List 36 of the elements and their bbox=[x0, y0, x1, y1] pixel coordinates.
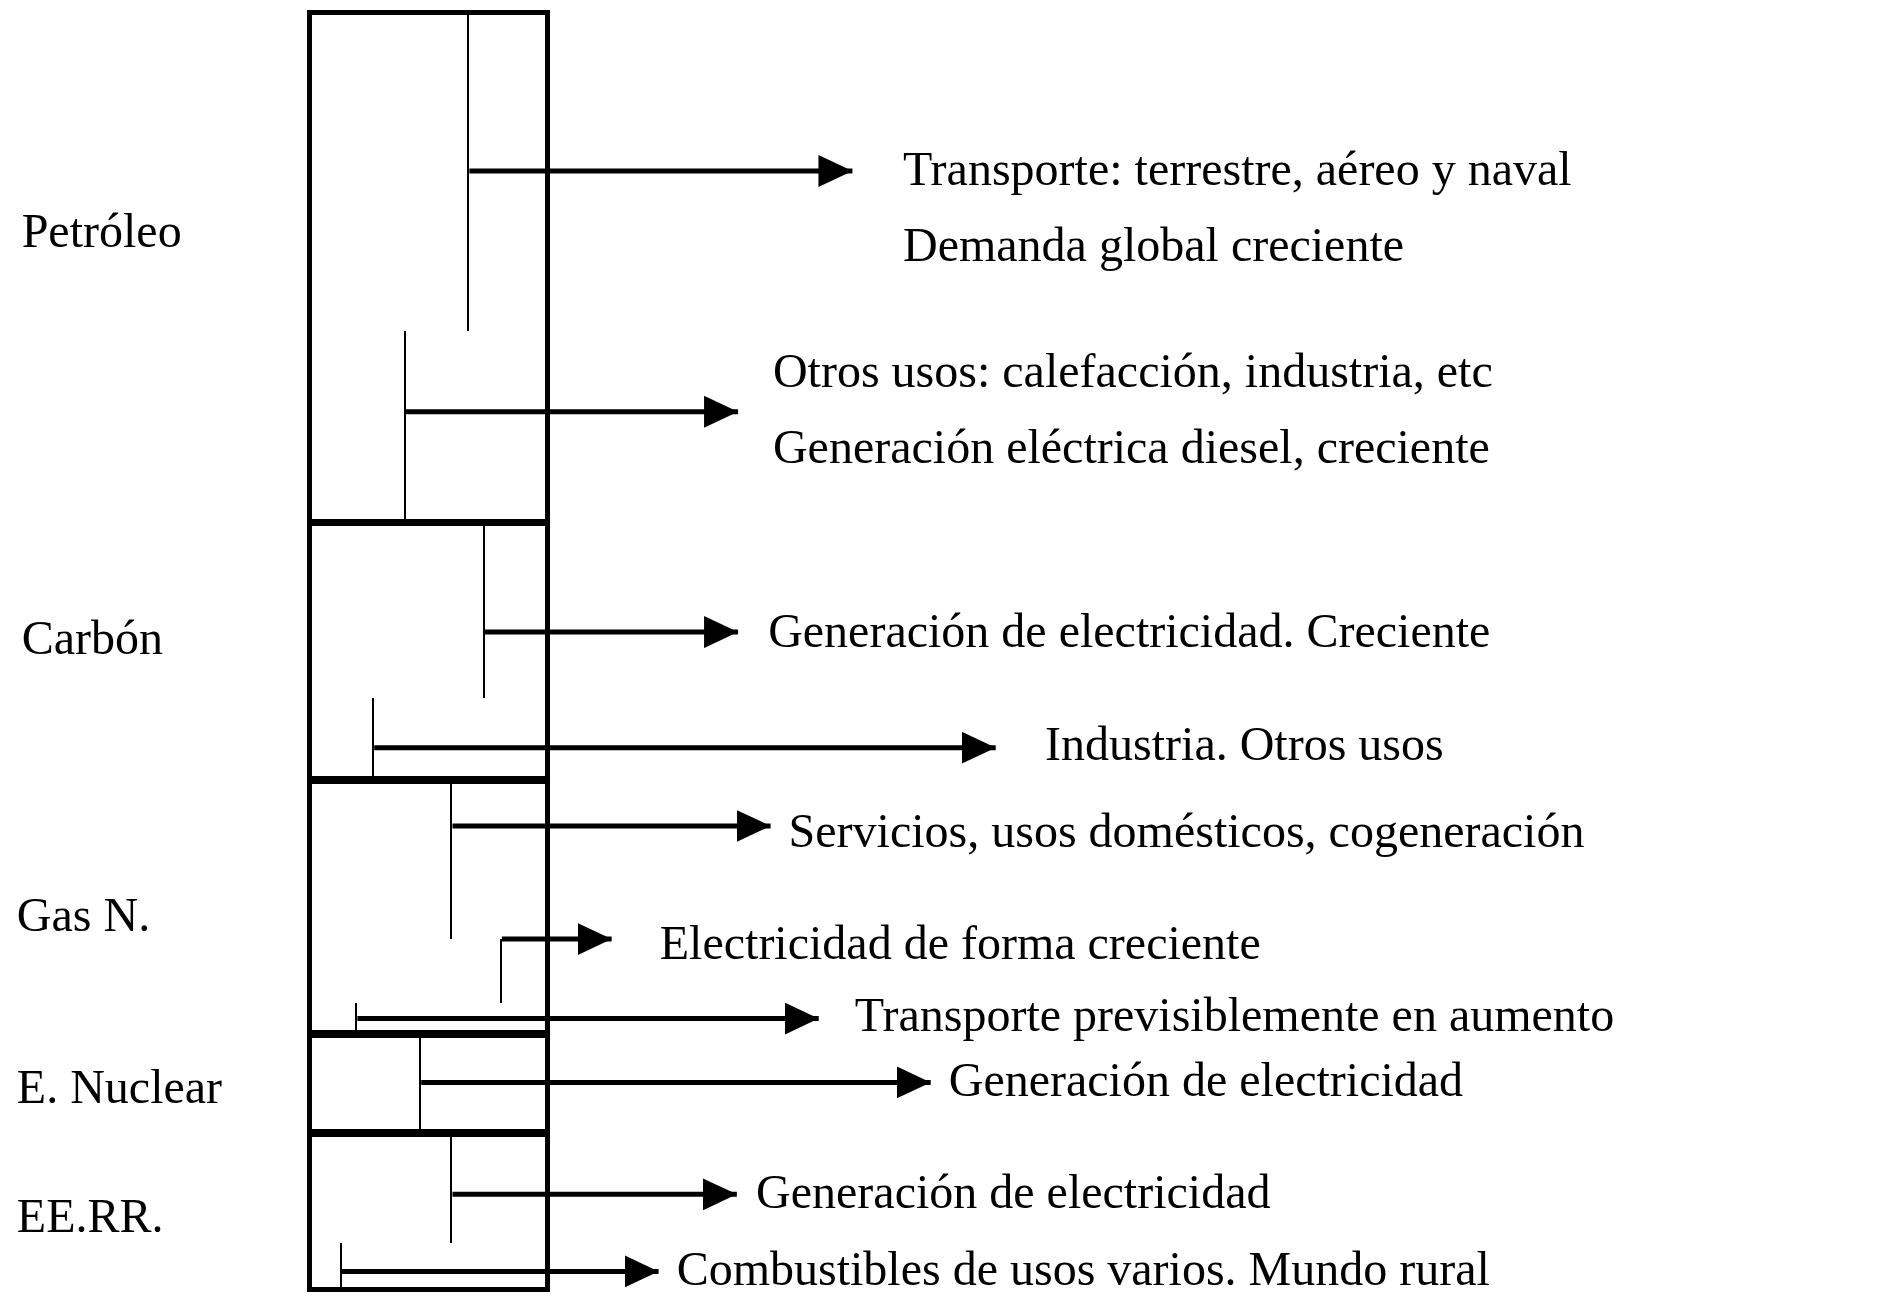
use-text: Combustibles de usos varios. Mundo rural bbox=[676, 1241, 1490, 1297]
use-text: Generación de electricidad. Creciente bbox=[768, 602, 1491, 659]
vertical-bar bbox=[450, 1134, 453, 1243]
use-text: Electricidad de forma creciente bbox=[659, 914, 1261, 971]
use-text: Generación de electricidad bbox=[948, 1052, 1464, 1108]
vertical-bar bbox=[403, 331, 406, 521]
vertical-bar bbox=[450, 781, 453, 940]
arrow bbox=[452, 809, 771, 842]
arrow bbox=[421, 1066, 931, 1099]
use-text: Transporte previsiblemente en aumento bbox=[854, 986, 1615, 1043]
use-text: Transporte: terrestre, aéreo y naval bbox=[903, 141, 1572, 198]
use-text: Otros usos: calefacción, industria, etc bbox=[772, 343, 1493, 400]
vertical-bar bbox=[355, 1002, 358, 1031]
arrow bbox=[469, 154, 853, 187]
arrow bbox=[357, 1002, 819, 1035]
energy-source-label: E. Nuclear bbox=[16, 1063, 223, 1112]
energy-source-label: Petróleo bbox=[21, 207, 182, 256]
arrow bbox=[405, 395, 739, 428]
use-text: Generación eléctrica diesel, creciente bbox=[772, 419, 1491, 476]
use-text: Demanda global creciente bbox=[903, 217, 1406, 274]
vertical-bar bbox=[339, 1242, 342, 1289]
use-text: Industria. Otros usos bbox=[1045, 716, 1444, 773]
vertical-bar bbox=[419, 1035, 422, 1130]
arrow bbox=[374, 731, 996, 764]
vertical-bar bbox=[499, 939, 502, 1003]
energy-source-label: Gas N. bbox=[16, 891, 151, 940]
vertical-bar bbox=[372, 698, 375, 777]
use-text: Servicios, usos domésticos, cogeneración bbox=[788, 802, 1585, 859]
energy-source-label: EE.RR. bbox=[16, 1192, 164, 1240]
arrow bbox=[501, 923, 612, 956]
arrow bbox=[485, 616, 739, 649]
arrow bbox=[341, 1255, 659, 1288]
vertical-bar bbox=[467, 12, 470, 332]
use-text: Generación de electricidad bbox=[756, 1163, 1271, 1220]
arrow bbox=[452, 1178, 737, 1211]
energy-source-label: Carbón bbox=[21, 614, 163, 663]
